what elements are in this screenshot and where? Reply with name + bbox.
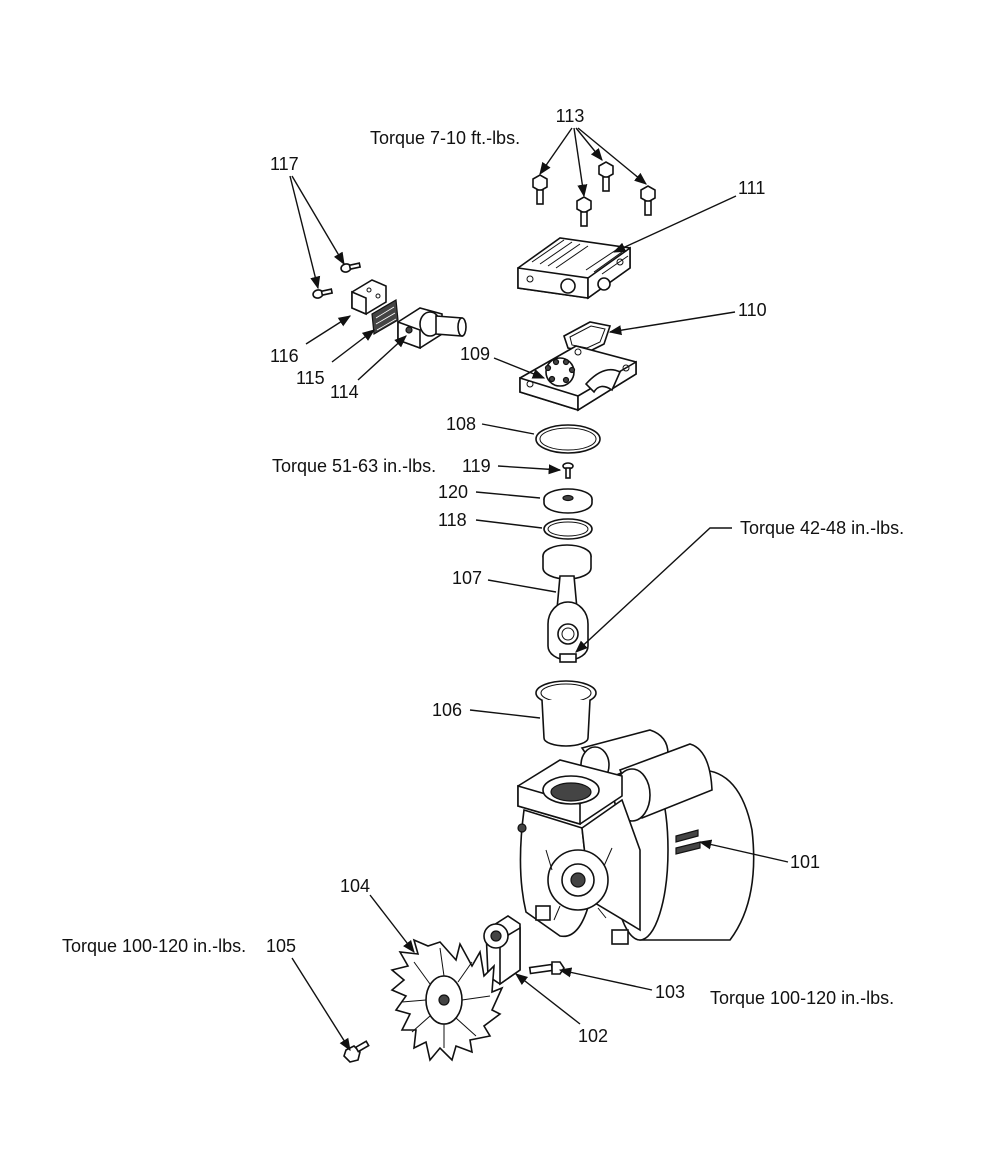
label-114: 114: [330, 382, 359, 402]
valve-plate: [519, 345, 637, 412]
label-104: 104: [340, 876, 370, 896]
label-101: 101: [790, 852, 820, 872]
torque-head-bolts: Torque 7-10 ft.-lbs.: [370, 128, 520, 148]
label-108: 108: [446, 414, 476, 434]
label-115: 115: [296, 368, 325, 388]
eccentric-bolt: [528, 961, 565, 975]
label-120: 120: [438, 482, 468, 502]
part-labels: 113 111 110 109 108 119 120 118 107 106 …: [266, 106, 820, 1046]
label-113: 113: [556, 106, 585, 126]
label-102: 102: [578, 1026, 608, 1046]
connecting-rod: [542, 544, 592, 663]
torque-rod: Torque 42-48 in.-lbs.: [740, 518, 904, 538]
torque-notes: Torque 7-10 ft.-lbs. Torque 51-63 in.-lb…: [62, 128, 904, 1008]
cooling-fan: [390, 938, 504, 1062]
head-bolts: [532, 161, 656, 227]
o-ring: [535, 424, 601, 454]
label-111: 111: [738, 178, 765, 198]
bracket: [397, 307, 467, 350]
label-116: 116: [270, 346, 299, 366]
motor-crankcase: [517, 729, 755, 945]
cover-screws: [312, 262, 362, 299]
leader-lines: [289, 127, 789, 1052]
label-119: 119: [462, 456, 491, 476]
label-106: 106: [432, 700, 462, 720]
label-110: 110: [738, 300, 767, 320]
fan-bolt: [343, 1040, 370, 1063]
label-109: 109: [460, 344, 490, 364]
torque-eccentric-bolt: Torque 100-120 in.-lbs.: [710, 988, 894, 1008]
label-105: 105: [266, 936, 296, 956]
head-gasket: [563, 321, 612, 353]
ring: [543, 518, 593, 540]
label-118: 118: [438, 510, 467, 530]
cylinder-head: [517, 237, 631, 300]
label-117: 117: [270, 154, 299, 174]
torque-fan-bolt: Torque 100-120 in.-lbs.: [62, 936, 246, 956]
label-103: 103: [655, 982, 685, 1002]
label-107: 107: [452, 568, 482, 588]
retainer: [543, 488, 593, 514]
piston-screw: [562, 462, 574, 479]
filter-cover: [351, 279, 387, 316]
torque-piston-screw: Torque 51-63 in.-lbs.: [272, 456, 436, 476]
cylinder-sleeve: [535, 680, 597, 747]
filter-element: [371, 299, 399, 335]
